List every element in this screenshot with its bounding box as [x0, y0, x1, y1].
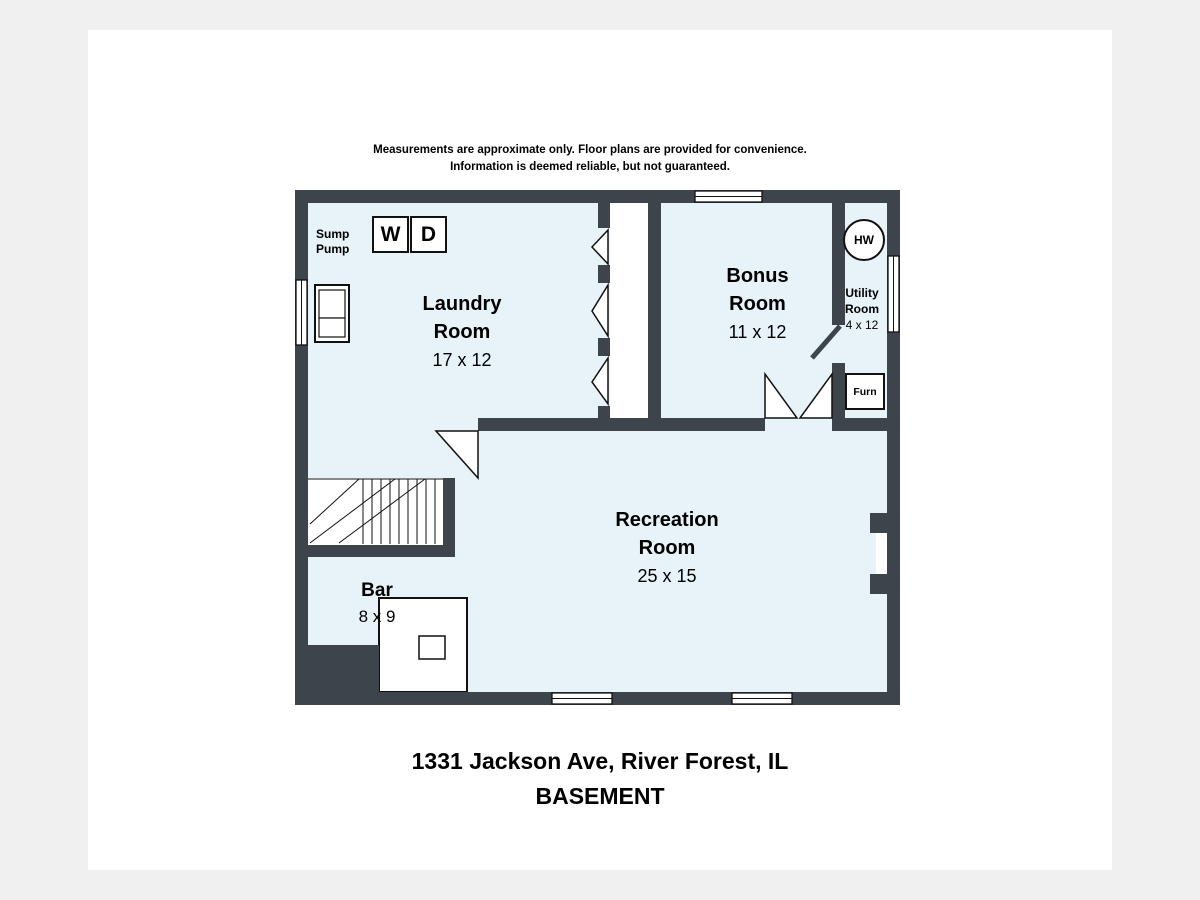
bar-dims: 8 x 9: [358, 607, 396, 626]
disclaimer-line-1: Measurements are approximate only. Floor…: [373, 144, 807, 156]
water-heater-label: HW: [854, 233, 874, 247]
door-swing-bonus-right: [798, 371, 833, 419]
window-left: [295, 279, 308, 346]
stairs: [308, 478, 443, 545]
windows: [295, 190, 900, 705]
room-label-utility: Utility Room 4 x 12: [828, 285, 896, 333]
room-label-laundry: Laundry Room 17 x 12: [377, 290, 547, 374]
recreation-name-line2: Room: [638, 537, 696, 559]
window-top: [694, 190, 763, 203]
recreation-dims: 25 x 15: [637, 566, 697, 586]
bar-sink-icon: [418, 635, 446, 660]
bar-counter: [378, 597, 468, 693]
dryer-letter: D: [420, 222, 437, 246]
recreation-name-line1: Recreation: [615, 509, 719, 531]
sump-label-line1: Sump: [316, 227, 350, 241]
laundry-name-line1: Laundry: [422, 293, 502, 315]
bifold-door-icon: [591, 282, 609, 339]
laundry-name-line2: Room: [433, 321, 491, 343]
floor-plan-drawing: [295, 190, 900, 705]
washer-letter: W: [380, 222, 401, 246]
bifold-closet-doors: [590, 228, 609, 407]
door-leaf-utility: [810, 324, 842, 360]
utility-dims: 4 x 12: [845, 318, 879, 332]
bifold-door-icon: [590, 228, 609, 266]
window-bottom-right: [731, 692, 793, 705]
disclaimer-line-2: Information is deemed reliable, but not …: [450, 161, 730, 173]
door-swing-bonus-left: [764, 371, 799, 419]
room-label-recreation: Recreation Room 25 x 15: [577, 506, 757, 590]
utility-name-line1: Utility: [845, 286, 879, 300]
interior-walls: [308, 190, 887, 692]
door-swing-laundry: [434, 430, 479, 480]
sump-pump-label: Sump Pump: [316, 227, 376, 257]
bifold-door-icon: [591, 355, 609, 407]
dryer-icon: D: [410, 216, 447, 253]
closet-area: [610, 203, 648, 418]
sump-label-line2: Pump: [316, 242, 350, 256]
address-title: 1331 Jackson Ave, River Forest, IL: [411, 748, 789, 774]
floor-title: BASEMENT: [535, 783, 665, 809]
bar-name: Bar: [361, 580, 393, 601]
room-label-bonus: Bonus Room 11 x 12: [690, 262, 825, 346]
room-label-bar: Bar 8 x 9: [331, 578, 423, 630]
window-right: [887, 255, 900, 333]
laundry-dims: 17 x 12: [432, 350, 492, 370]
title-block: 1331 Jackson Ave, River Forest, IL BASEM…: [0, 744, 1200, 814]
bonus-name-line2: Room: [729, 293, 786, 315]
water-heater-icon: HW: [843, 219, 885, 261]
sump-pump-icon: [314, 284, 350, 343]
utility-name-line2: Room: [845, 302, 879, 316]
furnace-label: Furn: [853, 385, 877, 398]
door-swings: [434, 371, 833, 480]
window-bottom-left: [551, 692, 613, 705]
furnace-icon: Furn: [845, 373, 885, 410]
washer-icon: W: [372, 216, 409, 253]
disclaimer-text: Measurements are approximate only. Floor…: [90, 142, 1090, 176]
bonus-dims: 11 x 12: [728, 322, 787, 342]
bonus-name-line1: Bonus: [726, 265, 789, 287]
floor-plan: [295, 190, 900, 705]
